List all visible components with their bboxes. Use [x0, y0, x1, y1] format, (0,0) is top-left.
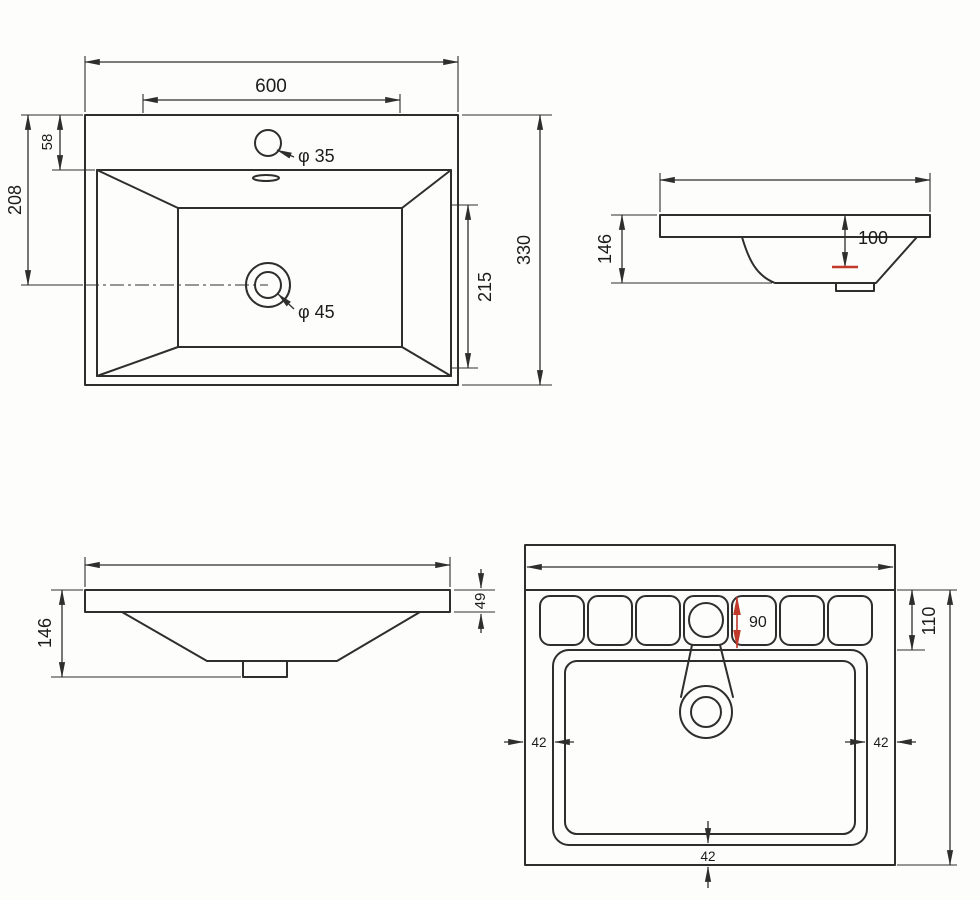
faucet-hole-label: φ 35: [298, 146, 335, 166]
dim-gap-right-42: 42: [845, 735, 916, 750]
bottom-faucet-hole: [688, 602, 724, 638]
dim-gap-bottom-42: 42: [700, 821, 716, 888]
dim-top-band-110: 110: [897, 589, 957, 651]
dim-330-label: 330: [514, 235, 534, 265]
bottom-outer-outline: [524, 544, 896, 866]
dim-215-label: 215: [475, 272, 495, 302]
dim-42-bottom-label: 42: [700, 849, 715, 864]
bottom-view: 90 110 42 42 42: [504, 544, 957, 888]
dim-bottom-overall-height: [897, 589, 957, 866]
dim-basin-depth-215: 215: [452, 204, 495, 369]
dim-gap-left-42: 42: [504, 735, 574, 750]
dim-600-label: 600: [255, 76, 287, 97]
basin-bottom-outline: [177, 207, 403, 348]
dim-top-width-600: 600: [142, 76, 401, 113]
dim-58-label: 58: [39, 134, 56, 151]
dim-front-width: [84, 557, 451, 587]
dim-42-left-label: 42: [531, 735, 546, 750]
front-view: 146 49: [35, 557, 495, 678]
drain-fitting: [835, 282, 875, 292]
dim-bowl-depth-100: 100: [832, 214, 888, 269]
dim-42-right-label: 42: [873, 735, 888, 750]
drain-hole-label: φ 45: [298, 302, 335, 322]
leader-faucet-hole: φ 35: [276, 146, 335, 166]
dim-100-label: 100: [858, 228, 888, 248]
front-bowl-outline: [121, 611, 421, 662]
bottom-drain-inner: [690, 696, 722, 728]
top-plan-view: φ 35 φ 45 600 58 208: [5, 56, 552, 386]
side-profile-view: 146 100: [595, 173, 931, 292]
dim-146-front-label: 146: [35, 618, 55, 648]
dim-front-height-146: 146: [35, 589, 241, 678]
leader-drain-hole: φ 45: [277, 293, 335, 322]
front-deck-outline: [84, 589, 451, 613]
rim-outline: [84, 114, 459, 386]
dim-110-label: 110: [919, 607, 939, 636]
rib-tiles: [539, 595, 873, 646]
dim-146-side-label: 146: [595, 234, 615, 264]
dim-208-label: 208: [5, 185, 25, 215]
faucet-hole: [254, 129, 282, 157]
drain-funnel-edges: [680, 644, 734, 698]
dim-side-height-146: 146: [595, 214, 772, 284]
basin-opening-outline: [96, 169, 452, 377]
dim-deck-depth-58: 58: [39, 114, 95, 171]
deck-slab-outline: [659, 214, 931, 238]
dim-rim-thickness-49: 49: [454, 569, 495, 633]
front-drain-stub: [242, 660, 288, 678]
dim-faucet-band-90: 90: [733, 596, 767, 649]
basin-corner-edges: [96, 169, 452, 377]
overflow-slot: [252, 174, 280, 182]
dim-overall-width: [84, 56, 459, 112]
dim-49-label: 49: [472, 593, 489, 610]
dim-overall-depth-330: 330: [462, 114, 552, 386]
bottom-drain-outer: [679, 685, 733, 739]
dim-side-width: [659, 173, 931, 212]
dim-90-label: 90: [749, 614, 767, 631]
dim-front-to-drain-208: 208: [5, 114, 83, 286]
bowl-profile-outline: [741, 236, 918, 284]
bowl-footprint-outer: [552, 649, 868, 846]
